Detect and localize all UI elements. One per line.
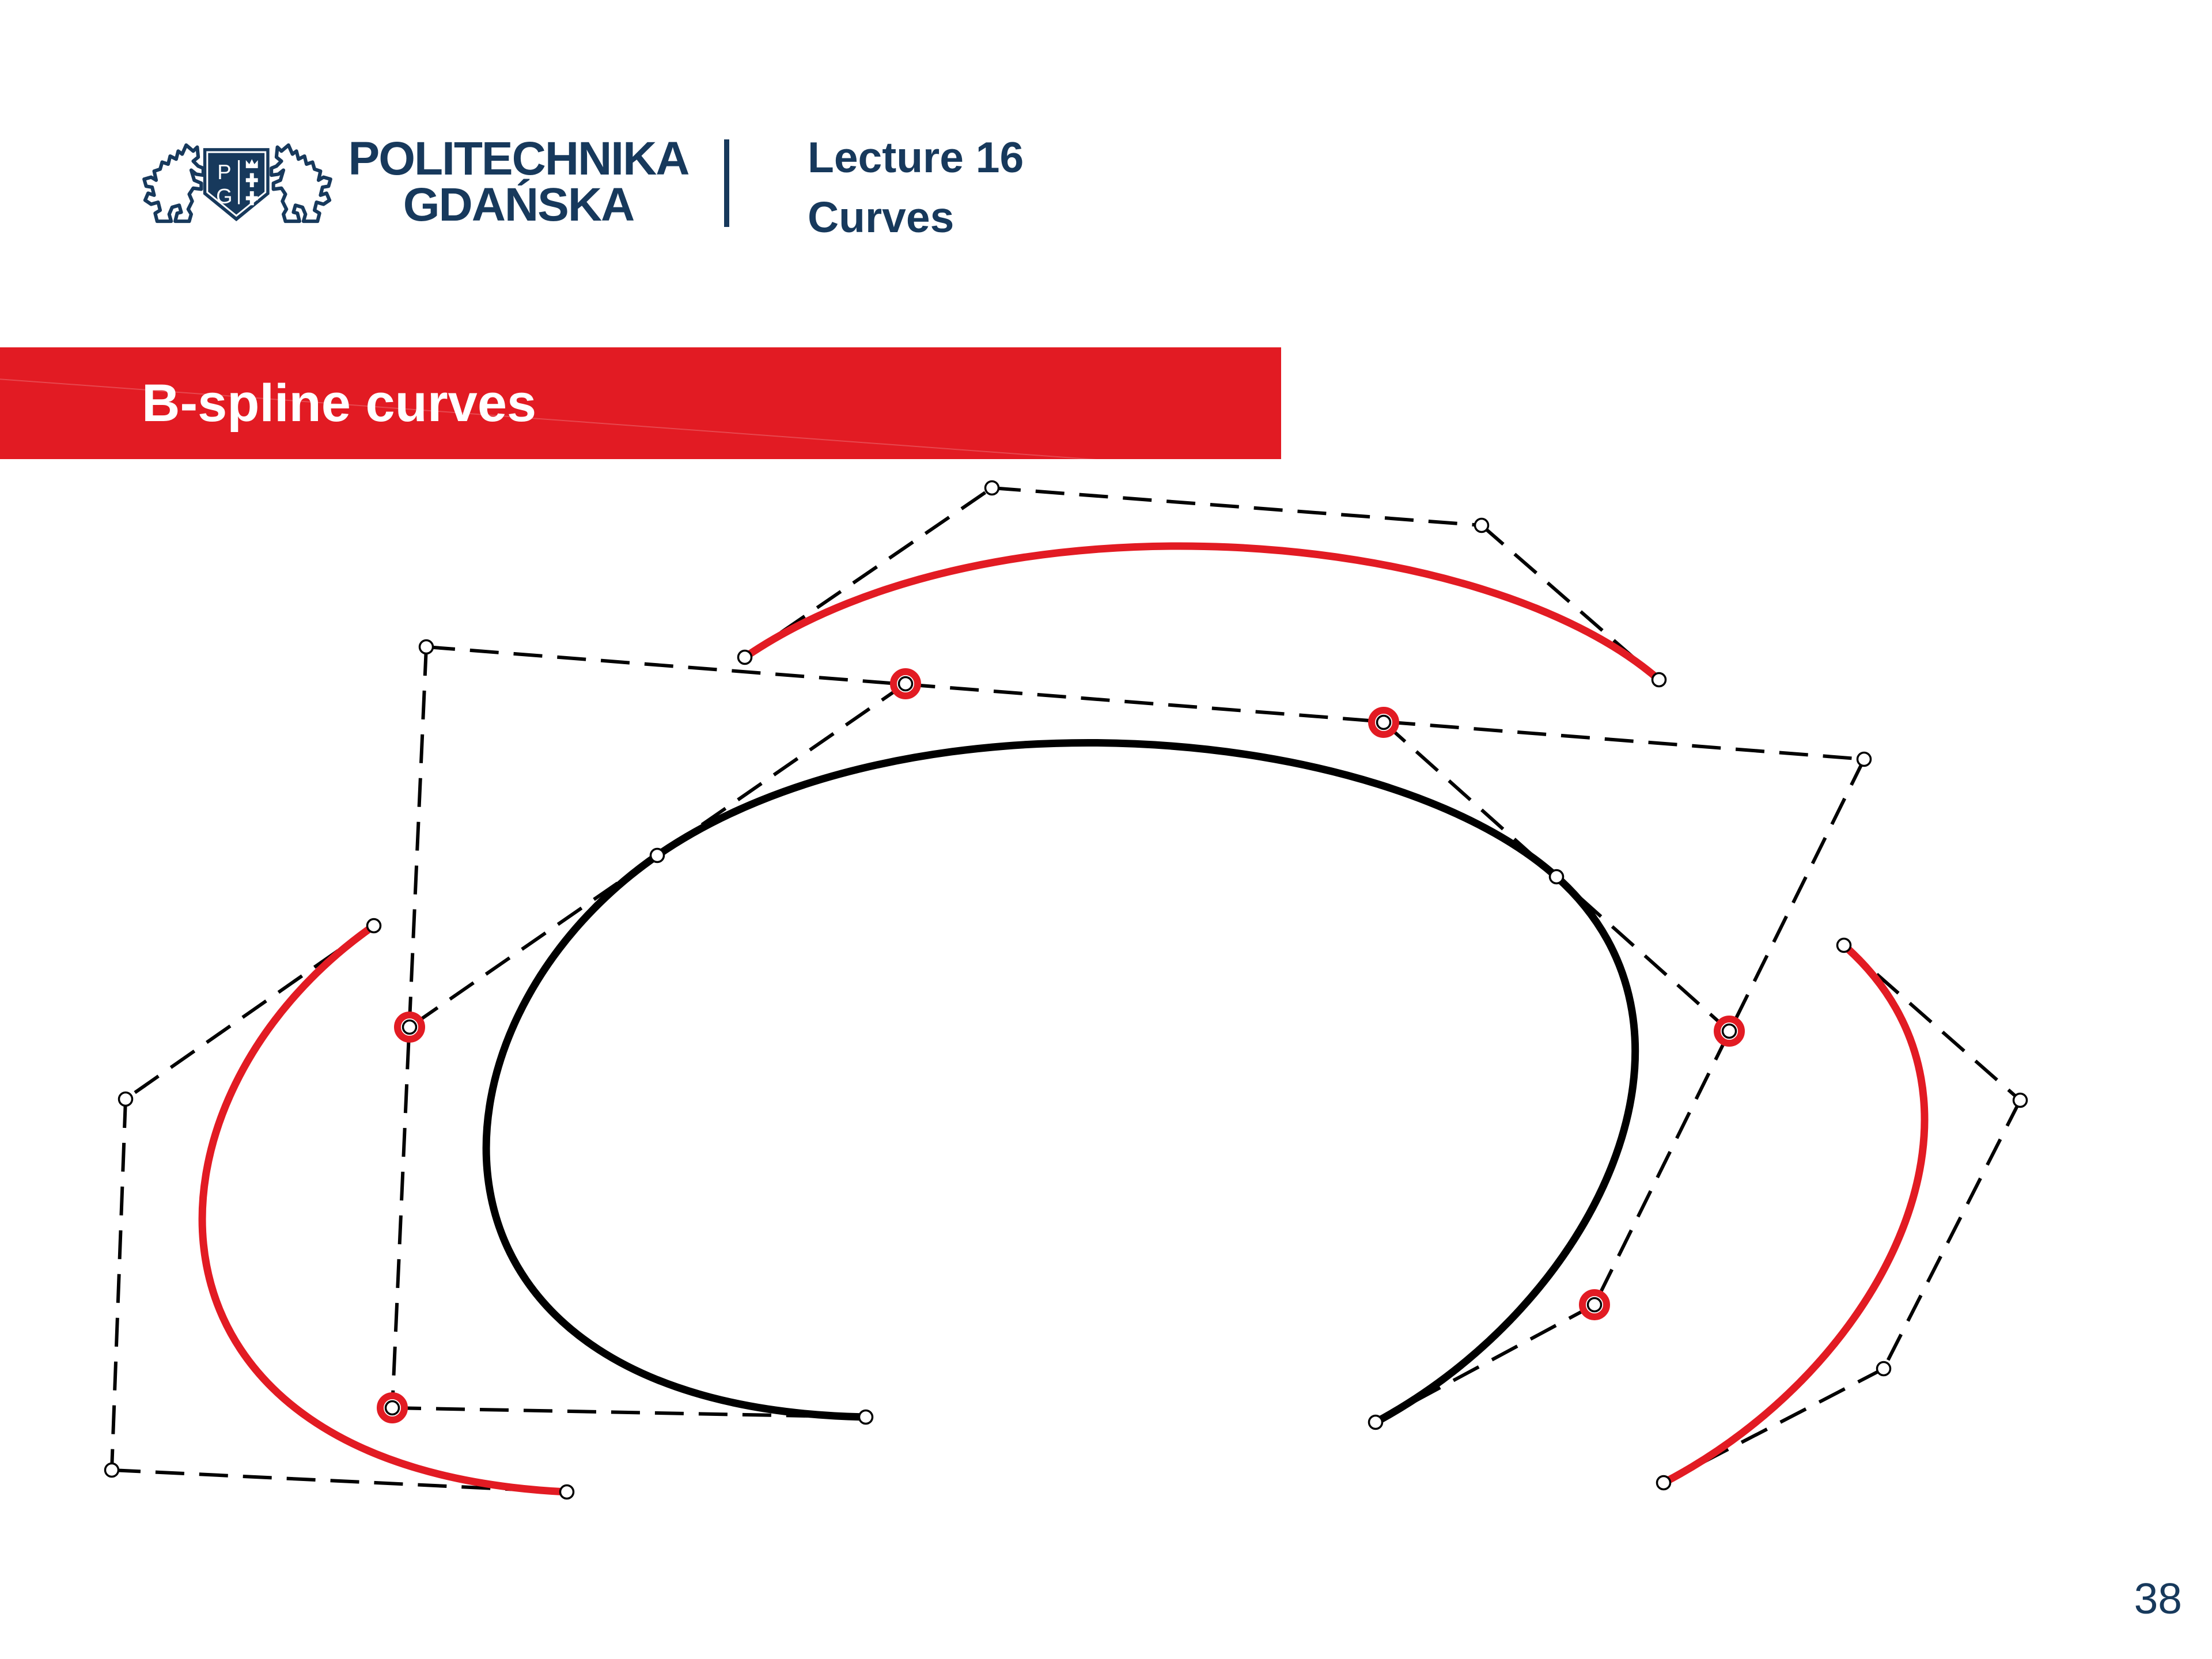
shield-letter-g: G [216, 184, 232, 208]
control-point [402, 1019, 418, 1035]
control-point [1876, 1361, 1892, 1377]
control-point [418, 639, 434, 655]
control-point [1836, 937, 1852, 953]
left-red-segment [198, 922, 571, 1496]
control-polygon-edge [1843, 944, 2021, 1102]
control-polygon-edge [408, 682, 907, 1029]
b-spline-curve [482, 738, 1639, 1426]
cross-icon [245, 173, 258, 206]
control-point [384, 1400, 400, 1416]
control-point [984, 480, 1000, 496]
lecture-number: Lecture 16 [808, 133, 1024, 181]
top-red-segment [741, 542, 1663, 684]
control-point [1656, 1475, 1672, 1491]
control-point [858, 1409, 874, 1425]
control-polygon-edge [1882, 1099, 2022, 1370]
page-number: 38 [2134, 1574, 2182, 1623]
control-point [1548, 869, 1565, 885]
lion-left-icon [142, 143, 205, 224]
control-point [1368, 1414, 1384, 1430]
control-point [897, 676, 914, 692]
control-polygon-edge [991, 486, 1482, 527]
control-polygon-edge [392, 1406, 866, 1419]
control-point [559, 1484, 575, 1500]
control-point [1651, 672, 1667, 688]
section-banner: B-spline curves [0, 347, 1281, 459]
control-point [737, 649, 753, 665]
control-point [366, 918, 382, 934]
header-separator [724, 139, 729, 227]
control-polygon-edge [1593, 758, 1866, 1306]
university-name: POLITECHNIKA GDAŃSKA [346, 132, 691, 231]
pg-crest-logo: P G [142, 143, 332, 224]
control-point [1474, 517, 1490, 533]
control-point [1586, 1297, 1603, 1313]
control-point [1376, 714, 1392, 730]
control-point [649, 847, 665, 863]
control-point [1721, 1023, 1737, 1039]
control-polygon-edge [426, 645, 1865, 761]
university-name-line2: GDAŃSKA [403, 179, 635, 231]
crown-icon [245, 159, 258, 168]
right-red-segment [1660, 941, 1929, 1487]
lion-right-icon [270, 143, 332, 224]
section-title: B-spline curves [142, 373, 537, 433]
control-polygon-edge [110, 1099, 127, 1471]
control-point [2012, 1092, 2028, 1108]
lecture-info: Lecture 16 Curves [808, 135, 1024, 240]
shield-letter-p: P [217, 160, 231, 184]
control-polygon-edge [111, 1468, 567, 1494]
control-polygon-edge [391, 646, 428, 1408]
university-name-line1: POLITECHNIKA [348, 132, 690, 185]
lecture-topic: Curves [808, 193, 955, 241]
control-point [118, 1091, 134, 1107]
control-point [1856, 751, 1872, 767]
control-point [104, 1462, 120, 1478]
